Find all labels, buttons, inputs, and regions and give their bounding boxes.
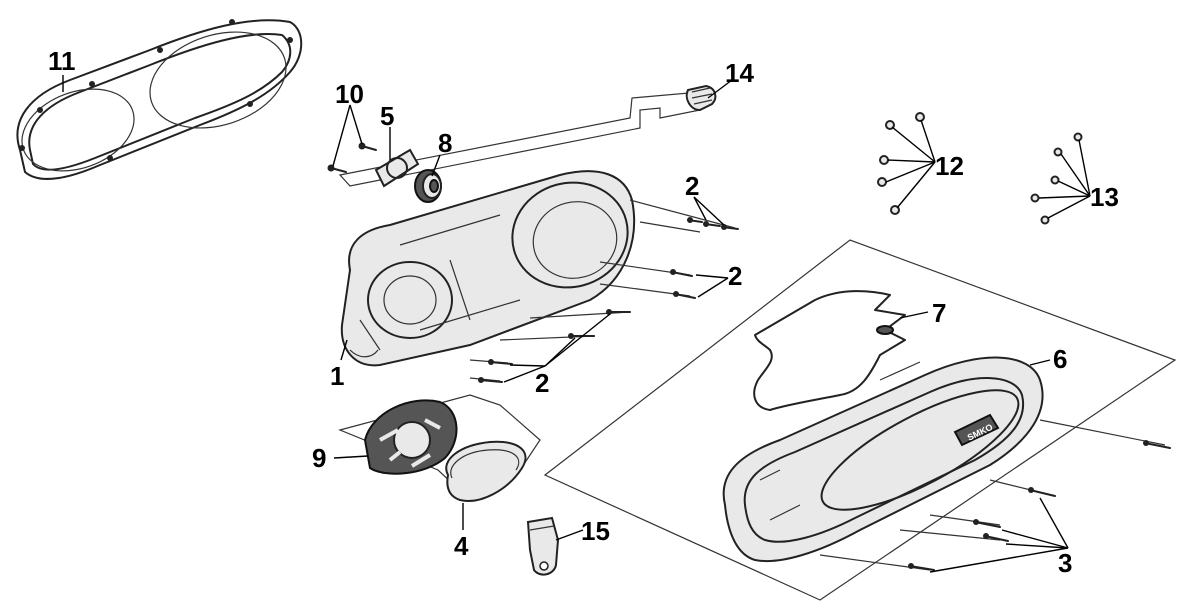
part-9-filter-housing — [363, 399, 458, 475]
part-11-gasket — [16, 19, 303, 180]
leader-lines — [62, 75, 1091, 573]
callout-10: 10 — [335, 79, 364, 109]
callout-2-lower: 2 — [535, 368, 549, 398]
callout-5: 5 — [380, 101, 394, 131]
callout-9: 9 — [312, 443, 326, 473]
part-13-nuts — [1030, 132, 1083, 225]
callout-8: 8 — [438, 128, 452, 158]
part-5-seal-plate — [374, 148, 420, 188]
callout-11: 11 — [48, 46, 76, 76]
callout-3: 3 — [1058, 548, 1072, 578]
callout-12: 12 — [935, 151, 964, 181]
part-2-bolts — [469, 199, 739, 383]
callout-14: 14 — [725, 58, 754, 88]
callout-15: 15 — [581, 516, 610, 546]
callout-1: 1 — [330, 361, 344, 391]
callout-2-upper: 2 — [685, 171, 699, 201]
part-12-nuts — [877, 112, 925, 215]
part-4-filter-element — [445, 440, 527, 502]
part-8-bearing — [414, 169, 442, 203]
callout-labels: 11 10 5 8 14 2 2 2 1 9 4 15 7 6 3 12 13 — [48, 46, 1119, 578]
callout-4: 4 — [454, 531, 469, 561]
outer-cover-group-outline — [543, 239, 1177, 601]
part-10-screws — [327, 142, 377, 173]
part-6-outer-cover: SMKO — [722, 356, 1044, 562]
part-7-heat-shield — [753, 290, 906, 411]
part-14-duct — [338, 84, 717, 187]
part-3-bolts — [819, 419, 1171, 571]
part-1-inner-cover — [340, 170, 636, 367]
filter-group-outline — [338, 394, 541, 501]
callout-13: 13 — [1090, 182, 1119, 212]
part-15-clip — [526, 516, 560, 576]
callout-6: 6 — [1053, 344, 1067, 374]
callout-2-middle: 2 — [728, 261, 742, 291]
callout-7: 7 — [932, 298, 946, 328]
